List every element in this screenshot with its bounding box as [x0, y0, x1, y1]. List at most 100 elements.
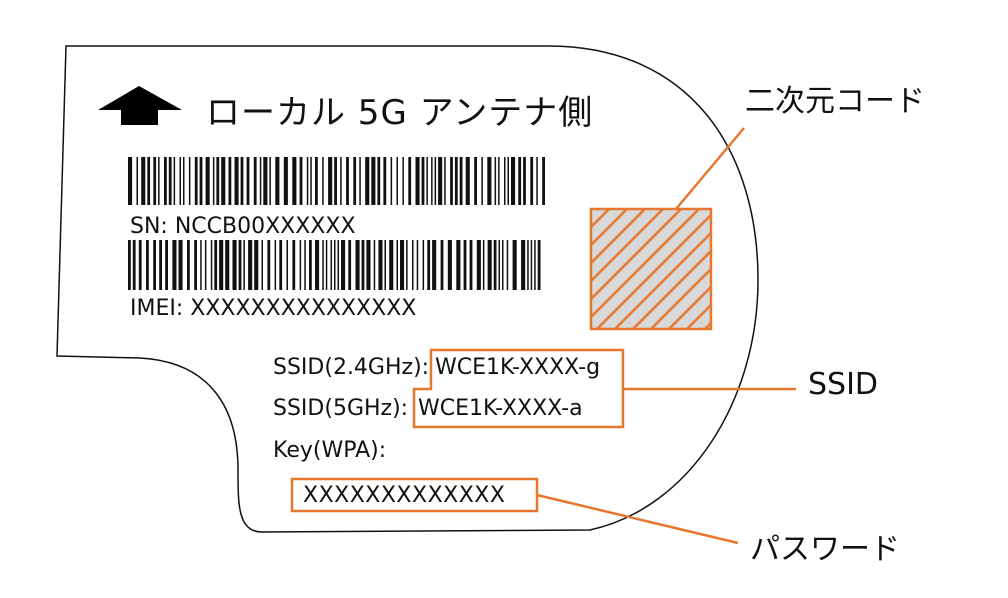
barcode-bar	[340, 157, 342, 205]
barcode-bar	[164, 157, 167, 205]
barcode-bar	[259, 157, 262, 205]
barcode-bar	[432, 240, 437, 290]
barcode-bar	[173, 157, 176, 205]
barcode-bar	[341, 240, 346, 290]
barcode-bar	[396, 157, 398, 205]
barcode-bar	[534, 240, 536, 290]
barcode-bar	[274, 240, 277, 290]
barcode-bar	[147, 157, 151, 205]
barcode-bar	[518, 157, 522, 205]
barcode-bar	[384, 240, 386, 290]
barcode-bar	[504, 157, 506, 205]
barcode-bar	[146, 240, 149, 290]
barcode-bar	[286, 240, 288, 290]
antenna-side-title: ローカル 5G アンテナ側	[206, 93, 594, 133]
barcode-bar	[512, 240, 517, 290]
barcode-bar	[315, 240, 320, 290]
barcode-bar	[248, 240, 253, 290]
barcode-bar	[530, 240, 533, 290]
barcode-bar	[225, 240, 230, 290]
barcode-bar	[253, 157, 257, 205]
barcode-bar	[426, 157, 428, 205]
imei-text: IMEI: XXXXXXXXXXXXXXX	[130, 296, 417, 321]
barcode-bar	[481, 157, 483, 205]
barcode-bar	[527, 240, 529, 290]
hatch-line	[591, 209, 664, 283]
barcode-bar	[416, 240, 419, 290]
barcode-bar	[371, 157, 376, 205]
barcode-bar	[172, 240, 177, 290]
barcode-bar	[365, 157, 370, 205]
barcode-bar	[383, 157, 387, 205]
barcode-bar	[292, 240, 296, 290]
barcode-bar	[431, 157, 433, 205]
qr-code-area	[589, 207, 713, 331]
password-leader-line	[536, 493, 739, 545]
barcode-bar	[469, 240, 473, 290]
barcode-bar	[232, 240, 237, 290]
barcode-bar	[334, 157, 337, 205]
barcode-bar	[487, 240, 492, 290]
barcode-bar	[310, 157, 312, 205]
barcode-bar	[377, 157, 381, 205]
barcode-bar	[498, 240, 500, 290]
barcode-bar	[183, 157, 185, 205]
barcode-bar	[199, 157, 203, 205]
barcode-bar	[421, 157, 425, 205]
barcode-bar	[179, 157, 181, 205]
barcode-bar	[523, 157, 526, 205]
barcode-bar	[261, 240, 263, 290]
barcode-sn	[128, 157, 545, 205]
barcode-bar	[279, 240, 283, 290]
ssid-5ghz-value: WCE1K-XXXX-a	[418, 396, 583, 421]
barcode-bar	[482, 240, 485, 290]
barcode-bar	[165, 240, 168, 290]
barcode-bar	[238, 240, 242, 290]
barcode-bar	[269, 157, 271, 205]
barcode-bar	[322, 240, 324, 290]
ssid-highlight-box	[412, 348, 625, 429]
barcode-bar	[136, 157, 138, 205]
barcode-bar	[188, 157, 191, 205]
barcode-bar	[337, 240, 339, 290]
barcode-bar	[422, 240, 425, 290]
barcode-bar	[283, 157, 288, 205]
barcode-bar	[178, 240, 183, 290]
barcode-bar	[390, 157, 393, 205]
hatch-line	[668, 285, 711, 329]
barcode-bar	[275, 157, 280, 205]
barcode-bar	[243, 240, 245, 290]
barcode-bar	[194, 157, 198, 205]
barcode-bar	[153, 240, 156, 290]
qr-code-callout: 二次元コード	[745, 84, 925, 119]
hatch-line	[596, 213, 711, 329]
barcode-bar	[412, 240, 414, 290]
barcode-bar	[521, 240, 526, 290]
barcode-bar	[361, 240, 365, 290]
barcode-bar	[444, 157, 446, 205]
hatch-line	[632, 249, 711, 329]
barcode-bar	[325, 240, 328, 290]
arrow-up-icon	[98, 86, 182, 125]
barcode-bar	[530, 157, 534, 205]
barcode-bar	[536, 157, 538, 205]
barcode-bar	[542, 157, 545, 205]
wpa-key-label: Key(WPA):	[273, 438, 387, 463]
barcode-bar	[304, 240, 306, 290]
hatch-line	[591, 209, 700, 319]
wpa-key-value: XXXXXXXXXXXXX	[303, 483, 506, 508]
barcode-bar	[373, 240, 376, 290]
hatch-line	[591, 209, 628, 247]
barcode-bar	[204, 240, 207, 290]
barcode-bar	[348, 240, 352, 290]
barcode-bar	[267, 240, 271, 290]
barcode-bar	[306, 157, 309, 205]
hatch-line	[704, 321, 711, 329]
barcode-bar	[502, 240, 504, 290]
qr-leader-line	[675, 127, 745, 210]
barcode-bar	[415, 157, 420, 205]
barcode-bar	[427, 240, 431, 290]
barcode-bar	[378, 240, 383, 290]
barcode-bar	[212, 157, 215, 205]
barcode-bar	[493, 240, 497, 290]
